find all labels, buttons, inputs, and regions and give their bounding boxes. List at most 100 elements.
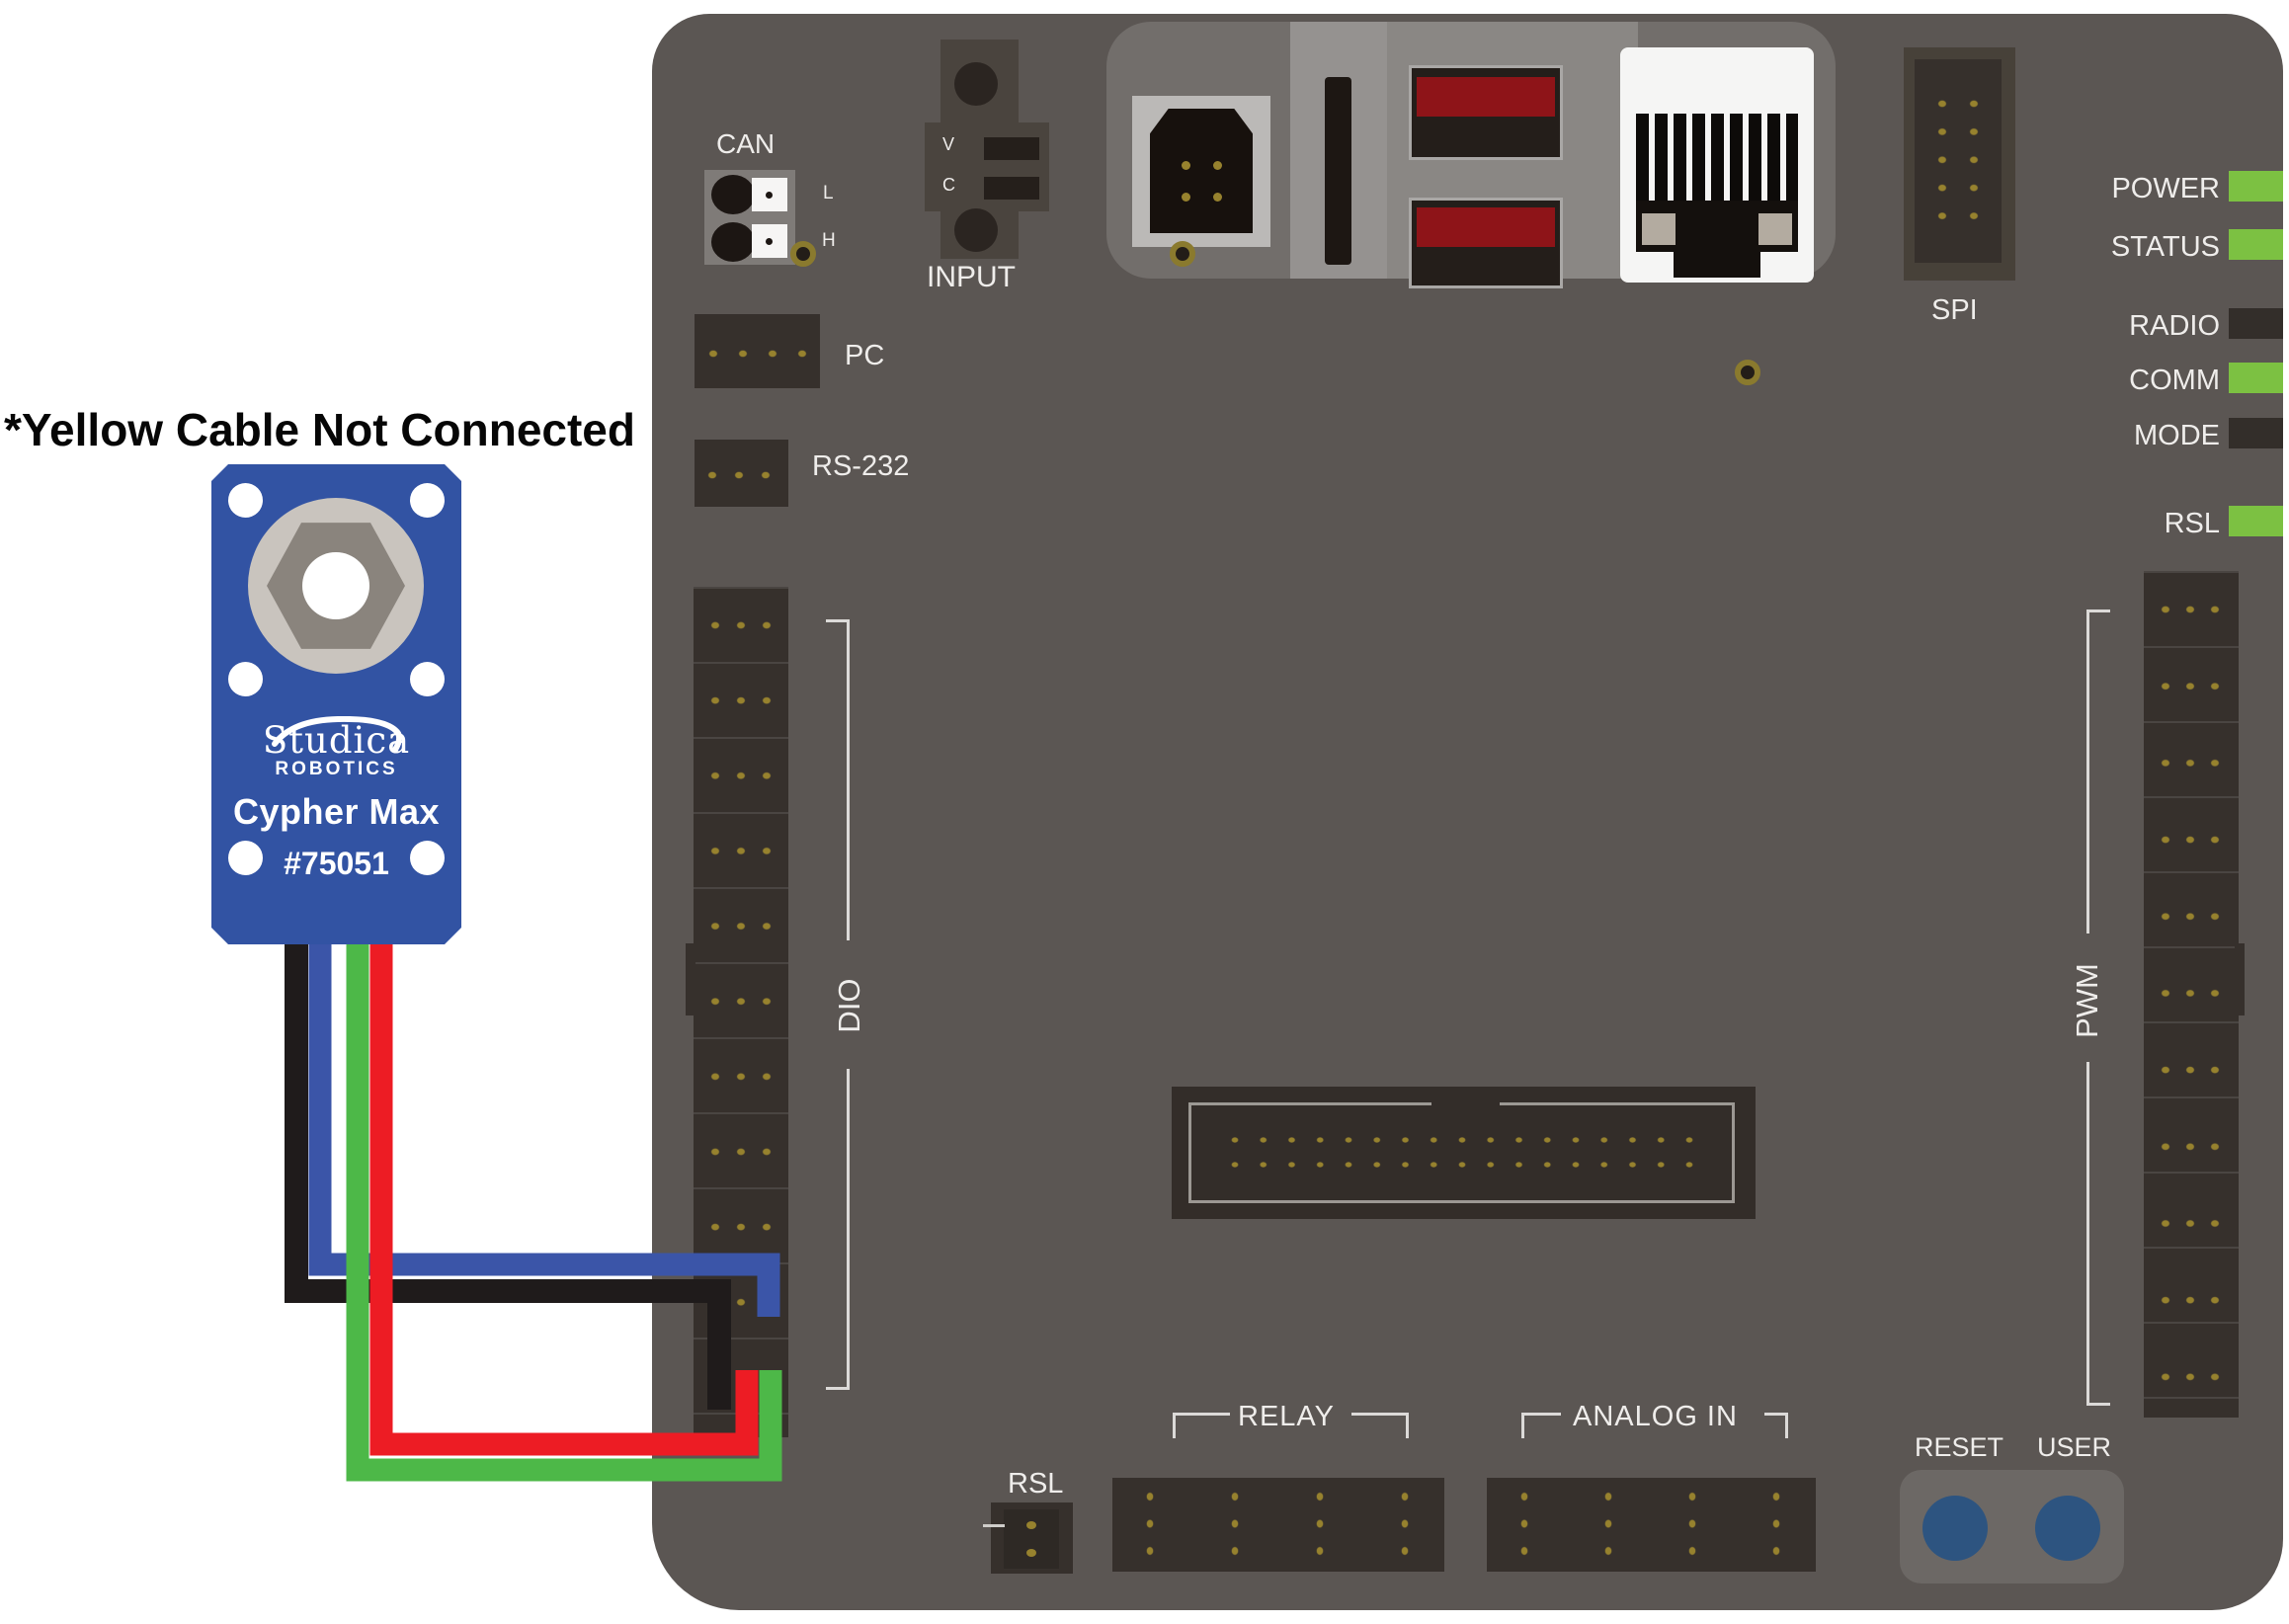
- mode-led-label: MODE: [2134, 420, 2220, 451]
- relay-bracket: [1351, 1413, 1409, 1416]
- radio-led: [2229, 308, 2283, 339]
- mounting-hole: [410, 841, 445, 875]
- analog-in-label: ANALOG IN: [1573, 1401, 1738, 1432]
- wire-blue: [308, 944, 780, 1317]
- analog-bracket: [1521, 1413, 1561, 1416]
- usb-a-tongue: [1417, 77, 1555, 117]
- rs232-label: RS-232: [812, 450, 910, 482]
- usb-b-pin: [1213, 193, 1222, 202]
- input-pin-c-label: C: [942, 175, 955, 195]
- relay-bracket: [1406, 1413, 1409, 1438]
- pc-label: PC: [845, 340, 885, 371]
- mxp-pins: [1221, 1126, 1704, 1178]
- robotics-text: ROBOTICS: [275, 759, 398, 779]
- rs232-pins: [699, 460, 779, 490]
- ethernet-port: [1620, 47, 1814, 283]
- power-led: [2229, 171, 2283, 202]
- usb-b-socket: [1150, 109, 1253, 233]
- input-slot-c: [984, 177, 1039, 200]
- dio-bracket: [826, 619, 850, 622]
- mounting-hole: [228, 483, 263, 518]
- relay-bracket: [1173, 1413, 1230, 1416]
- dio-bracket: [847, 619, 850, 940]
- usb-b-port: [1132, 96, 1270, 247]
- radio-led-label: RADIO: [2129, 310, 2220, 342]
- rsl-pin: [1026, 1521, 1036, 1529]
- button-panel: [1900, 1470, 2124, 1583]
- wire-red: [369, 944, 759, 1456]
- rsl-pin: [1026, 1549, 1036, 1557]
- relay-bracket: [1173, 1413, 1176, 1438]
- pc-pins: [698, 339, 817, 368]
- rsl-connector: [983, 1502, 1073, 1574]
- comm-led-label: COMM: [2129, 365, 2220, 396]
- relay-label: RELAY: [1238, 1401, 1335, 1432]
- screw-hole: [790, 241, 816, 267]
- status-led-label: STATUS: [2110, 231, 2220, 263]
- cypher-max-sensor: Studica ROBOTICS Cypher Max #75051: [211, 464, 461, 944]
- ethernet-latch-slot: [1674, 248, 1760, 278]
- usb-b-pin: [1182, 161, 1190, 170]
- analog-bracket: [1785, 1413, 1788, 1438]
- yellow-cable-note: *Yellow Cable Not Connected: [4, 404, 635, 455]
- rsl-led: [2229, 506, 2283, 536]
- user-button: [2035, 1496, 2100, 1561]
- can-label: CAN: [716, 128, 776, 159]
- mounting-hole: [410, 483, 445, 518]
- relay-pins: [1107, 1483, 1447, 1564]
- input-pin-v-label: V: [942, 134, 955, 154]
- rsl-led-label: RSL: [2164, 508, 2220, 539]
- status-led: [2229, 229, 2283, 260]
- can-terminal-high: [711, 222, 755, 262]
- mounting-hole: [228, 662, 263, 696]
- power-led-label: POWER: [2111, 173, 2220, 204]
- mounting-hole: [410, 662, 445, 696]
- screw-hole: [1170, 241, 1195, 267]
- usb-a-port-2: [1409, 198, 1563, 288]
- can-pin-l-label: L: [823, 183, 834, 203]
- pwm-bracket: [2086, 609, 2110, 612]
- analog-in-pins: [1482, 1483, 1818, 1564]
- dio-bracket: [847, 1069, 850, 1390]
- studica-logo-text: Studica: [262, 719, 411, 762]
- wire-black: [285, 944, 731, 1410]
- mode-led: [2229, 418, 2283, 448]
- sensor-shaft-hole: [302, 552, 369, 619]
- sensor-part-number: #75051: [284, 846, 389, 881]
- input-terminal-top: [954, 62, 998, 106]
- dio-bracket: [826, 1387, 850, 1390]
- pwm-bracket: [2086, 1403, 2110, 1406]
- can-screw-dot: [766, 192, 773, 199]
- sensor-model: Cypher Max: [232, 791, 441, 832]
- comm-led: [2229, 363, 2283, 393]
- usb-b-pin: [1182, 193, 1190, 202]
- spi-label: SPI: [1931, 294, 1978, 326]
- analog-bracket: [1521, 1413, 1524, 1438]
- input-slot-v: [984, 137, 1039, 160]
- reset-button: [1922, 1496, 1988, 1561]
- user-button-label: USER: [2037, 1432, 2112, 1462]
- spi-pins: [1926, 90, 1990, 230]
- pwm-pins: [2154, 577, 2231, 1421]
- ethernet-tab: [1758, 213, 1792, 245]
- pwm-bracket: [2086, 609, 2089, 934]
- pwm-bracket: [2086, 1062, 2089, 1406]
- rsl-key-mark: [983, 1524, 1005, 1527]
- usb-a-tongue: [1417, 207, 1555, 247]
- screw-hole: [1735, 360, 1760, 385]
- wire-green: [346, 944, 782, 1482]
- mounting-hole: [228, 841, 263, 875]
- mxp-notch: [1431, 1099, 1500, 1108]
- can-terminal-low: [711, 175, 755, 214]
- input-label: INPUT: [927, 261, 1016, 293]
- usb-a-port-1: [1409, 65, 1563, 160]
- rsl-port-label: RSL: [1008, 1468, 1064, 1500]
- can-screw-dot: [766, 238, 773, 245]
- sd-card-slot: [1325, 77, 1351, 265]
- ethernet-contacts: [1636, 114, 1798, 204]
- sensor-branding: Studica ROBOTICS Cypher Max #75051: [211, 719, 461, 882]
- usb-b-pin: [1213, 161, 1222, 170]
- ethernet-tab: [1642, 213, 1676, 245]
